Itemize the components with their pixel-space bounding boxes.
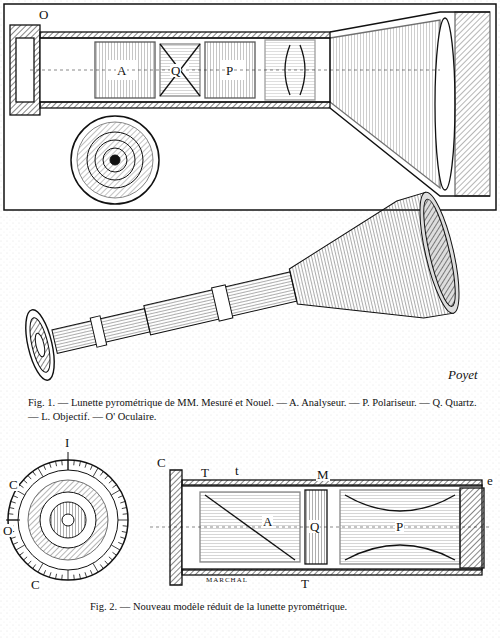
dial-tick	[28, 475, 31, 479]
view-letter: O	[38, 8, 49, 21]
dial-tick	[112, 485, 116, 488]
section-view	[4, 4, 496, 210]
dial-tick	[90, 570, 92, 575]
dial-tick	[33, 471, 36, 475]
figure-caption: Fig. 1. — Lunette pyrométrique de MM. Me…	[28, 396, 478, 424]
dial-tick	[109, 557, 113, 560]
dial-tick	[111, 490, 120, 495]
part-letter: T	[300, 577, 310, 590]
dial-tick	[93, 563, 98, 572]
part-letter: C	[8, 478, 19, 491]
dial-tick	[73, 575, 75, 580]
part-letter: P	[395, 520, 404, 533]
dial-tick	[33, 564, 36, 568]
part-letter: M	[316, 468, 330, 481]
dial-tick	[56, 461, 57, 466]
dial-tick	[44, 570, 46, 575]
dial-tick	[56, 574, 57, 579]
dial-tick	[112, 552, 116, 555]
dial-tick	[118, 520, 128, 521]
dial-view	[6, 452, 128, 580]
dial-tick	[123, 525, 128, 527]
dial-tick	[122, 508, 127, 509]
dial-tick	[109, 480, 113, 483]
part-letter: A	[116, 64, 127, 77]
dial-tick	[28, 561, 31, 565]
dial-tick	[120, 537, 125, 539]
dial-tick	[61, 460, 63, 465]
dial-tick	[49, 572, 51, 577]
part-letter: A	[262, 515, 273, 528]
dial-tick	[19, 552, 23, 555]
part-letter: e	[486, 474, 494, 487]
dial-tick	[38, 563, 43, 572]
dial-tick	[16, 545, 25, 550]
part-letter: C	[30, 578, 41, 591]
signature: Poyet	[448, 368, 478, 381]
dial-tick	[8, 513, 13, 515]
dial-tick	[79, 461, 80, 466]
dial-tick	[38, 468, 43, 477]
dial-tick	[118, 496, 123, 498]
dial-tick	[13, 542, 18, 544]
dial-tick	[122, 531, 127, 532]
dial-tick	[93, 468, 98, 477]
dial-tick	[123, 513, 128, 515]
telescope-view	[14, 189, 467, 408]
dial-tick	[49, 463, 51, 468]
dial-tick	[85, 463, 87, 468]
part-letter: T	[200, 466, 210, 479]
reduced-section	[150, 470, 490, 585]
dial-tick	[100, 564, 103, 568]
dial-tick	[105, 475, 108, 479]
dial-tick	[85, 572, 87, 577]
dial-tick	[61, 575, 63, 580]
part-letter: P	[225, 64, 234, 77]
part-letter: Q	[309, 520, 320, 533]
dial-tick	[118, 542, 123, 544]
dial-tick	[73, 460, 75, 465]
part-letter: Q	[170, 64, 181, 77]
dial-tick	[100, 471, 103, 475]
engraver-mark: MARCHAL	[205, 577, 249, 584]
figure-caption: Fig. 2. — Nouveau modèle réduit de la lu…	[90, 600, 490, 614]
dial-tick	[23, 557, 27, 560]
dial-tick	[9, 508, 14, 509]
dial-tick	[90, 465, 92, 470]
part-letter: O	[2, 524, 13, 537]
end-view	[71, 116, 159, 204]
dial-tick	[11, 537, 16, 539]
dial-tick	[11, 501, 16, 503]
dial-tick	[68, 570, 69, 580]
part-letter: t	[234, 464, 240, 477]
dial-tick	[19, 485, 23, 488]
dial-tick	[111, 545, 120, 550]
part-letter: C	[156, 456, 167, 469]
part-letter: I	[64, 436, 70, 449]
dial-tick	[44, 465, 46, 470]
dial-tick	[105, 561, 108, 565]
dial-tick	[120, 501, 125, 503]
dial-tick	[13, 496, 18, 498]
dial-tick	[23, 480, 27, 483]
dial-tick	[79, 574, 80, 579]
